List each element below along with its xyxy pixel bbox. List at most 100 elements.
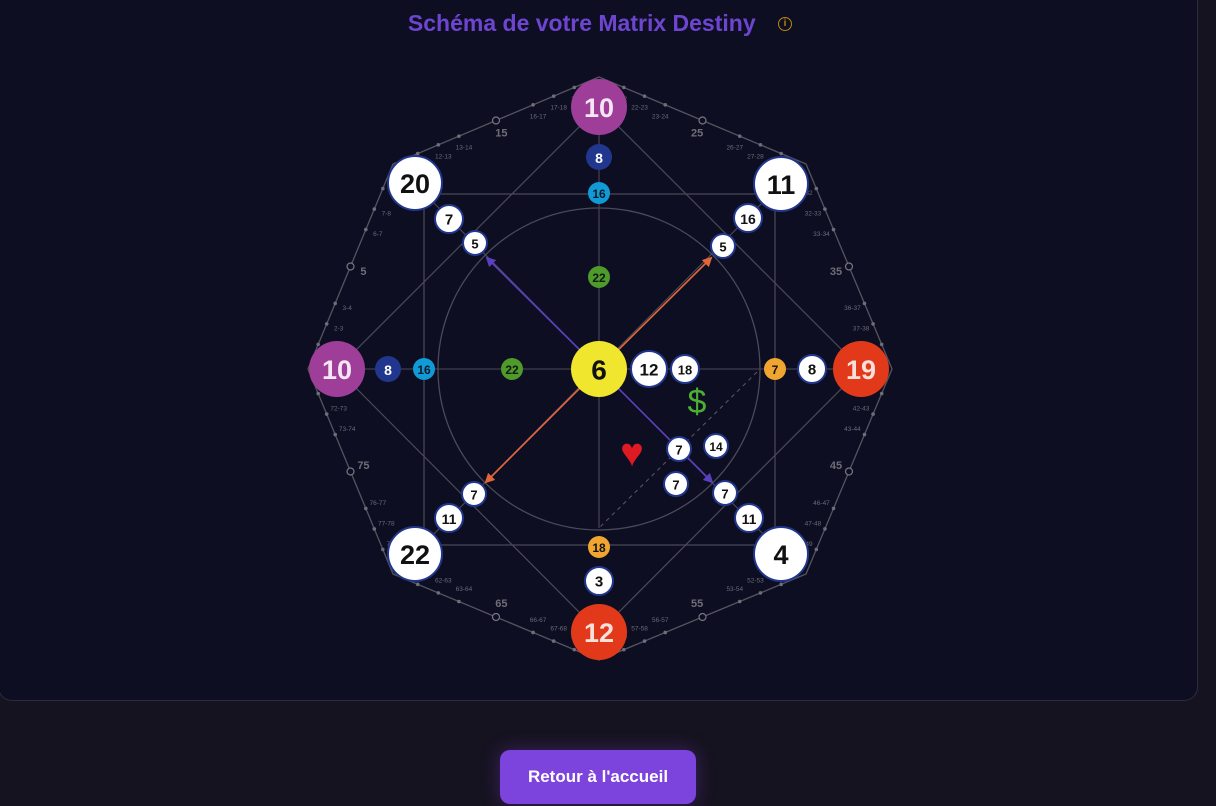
top-right-third-node: 5 (710, 233, 736, 259)
top-right-second-node: 16 (733, 203, 763, 233)
bottom-right-outer-node: 4 (753, 526, 809, 582)
info-icon[interactable]: i (778, 16, 793, 31)
bottom-right-second-node: 11 (734, 503, 764, 533)
node-circle (588, 182, 610, 204)
age-marker (346, 262, 355, 271)
node-circle (571, 341, 627, 397)
bottom-left-third-node: 7 (461, 481, 487, 507)
back-home-button[interactable]: Retour à l'accueil (500, 750, 696, 804)
node-value: 3 (595, 574, 603, 591)
age-dot (758, 591, 763, 595)
age-marker-label: 75 (357, 460, 369, 472)
node-circle (375, 356, 401, 382)
age-range-label: 73-74 (339, 426, 356, 433)
node-circle (588, 266, 610, 288)
node-circle (461, 481, 487, 507)
age-dot (779, 151, 783, 156)
age-dot (814, 547, 819, 552)
age-dot (572, 647, 577, 652)
heart-icon: ♥ (620, 431, 644, 475)
node-circle (753, 526, 809, 582)
age-dot (831, 227, 836, 232)
bottom-left-outer-node: 22 (387, 526, 443, 582)
node-value: 12 (584, 618, 614, 648)
age-range-label: 56-57 (652, 617, 669, 624)
age-marker (844, 262, 854, 271)
age-dot (823, 207, 827, 211)
node-circle (571, 604, 627, 660)
node-circle (584, 566, 614, 596)
age-range-label: 43-44 (844, 426, 861, 433)
inner-left-node: 22 (501, 358, 523, 380)
age-marker-label: 45 (830, 460, 842, 472)
node-value: 6 (591, 355, 607, 386)
node-circle (434, 204, 464, 234)
age-marker (844, 467, 854, 476)
age-marker-label: 15 (495, 127, 507, 139)
age-range-label: 66-67 (530, 617, 547, 624)
age-dot (879, 342, 884, 347)
top-left-outer-node: 20 (387, 155, 443, 211)
node-circle (462, 230, 488, 256)
age-marker (491, 612, 501, 622)
node-value: 14 (709, 440, 723, 454)
age-dot (531, 103, 535, 107)
age-marker-label: 25 (691, 127, 703, 139)
right-outer-node: 19 (833, 341, 889, 397)
age-marker-label: 5 (360, 266, 366, 278)
age-dot (333, 432, 338, 437)
node-value: 11 (767, 170, 796, 200)
age-range-label: 12-13 (435, 153, 452, 160)
age-range-label: 22-23 (631, 105, 648, 112)
age-dot (324, 322, 329, 326)
age-dot (871, 322, 875, 326)
node-circle (833, 341, 889, 397)
age-dot (364, 506, 368, 511)
node-circle (663, 471, 689, 497)
money-line (598, 371, 758, 529)
age-dot (381, 547, 385, 552)
left-third-node: 16 (413, 358, 435, 380)
age-dot (831, 506, 836, 511)
bottom-outer-node: 12 (571, 604, 627, 660)
age-marker (698, 612, 707, 622)
age-range-label: 2-3 (334, 325, 344, 332)
node-circle (434, 503, 464, 533)
bottom-third-node: 18 (588, 536, 610, 558)
node-value: 16 (740, 211, 756, 227)
age-range-label: 16-17 (530, 113, 547, 120)
age-range-label: 27-28 (747, 153, 764, 160)
age-dot (572, 85, 577, 90)
node-value: 8 (595, 150, 603, 166)
node-value: 18 (592, 541, 606, 555)
age-dot (737, 134, 742, 138)
node-circle (588, 536, 610, 558)
age-dot (364, 227, 368, 232)
age-range-label: 72-73 (330, 406, 347, 413)
node-value: 5 (719, 240, 726, 255)
node-circle (387, 155, 443, 211)
node-value: 5 (471, 237, 478, 252)
age-dot (436, 143, 441, 147)
node-circle (733, 203, 763, 233)
age-range-label: 46-47 (813, 500, 830, 507)
age-marker-label: 55 (691, 598, 703, 610)
love-line-node: 7 (663, 471, 689, 497)
node-circle (703, 433, 729, 459)
age-dot (415, 151, 420, 156)
node-value: 11 (442, 511, 457, 527)
node-circle (387, 526, 443, 582)
top-outer-node: 10 (571, 79, 627, 135)
age-dot (758, 143, 763, 147)
node-circle (670, 354, 700, 384)
top-left-second-node: 7 (434, 204, 464, 234)
age-range-label: 52-53 (747, 577, 764, 584)
age-dot (879, 391, 884, 396)
node-value: 7 (470, 488, 477, 503)
node-circle (501, 358, 523, 380)
age-range-label: 13-14 (456, 145, 473, 152)
age-range-label: 57-58 (631, 626, 648, 633)
node-circle (753, 156, 809, 212)
top-third-node: 16 (588, 182, 610, 204)
